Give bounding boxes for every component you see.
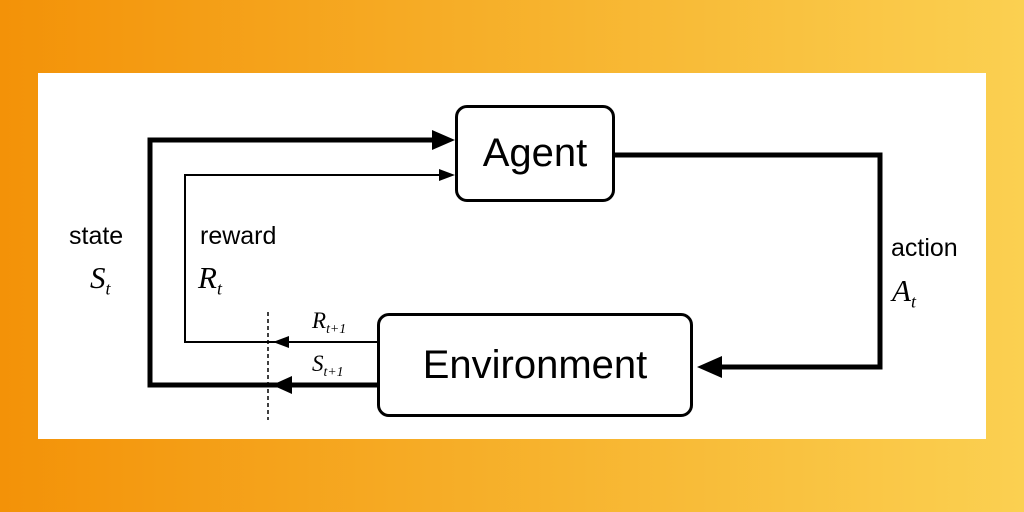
reward-arrowhead bbox=[439, 169, 455, 181]
environment-box: Environment bbox=[377, 313, 693, 417]
reward-label: reward bbox=[200, 222, 277, 250]
next-reward-symbol: Rt+1 bbox=[312, 308, 347, 336]
action-symbol: At bbox=[892, 273, 916, 312]
agent-box: Agent bbox=[455, 105, 615, 202]
state-arrowhead bbox=[432, 130, 455, 150]
state-symbol: St bbox=[90, 260, 111, 299]
next-state-symbol: St+1 bbox=[312, 351, 344, 379]
next-state-arrowhead bbox=[272, 376, 292, 394]
action-arrow-line bbox=[615, 152, 883, 370]
reward-symbol: Rt bbox=[198, 260, 222, 299]
state-label: state bbox=[69, 222, 124, 250]
state-arrow-line bbox=[147, 137, 438, 388]
action-arrowhead bbox=[697, 356, 722, 378]
agent-label: Agent bbox=[482, 131, 588, 175]
action-label: action bbox=[891, 234, 958, 262]
environment-label: Environment bbox=[422, 342, 648, 387]
next-reward-arrowhead bbox=[273, 336, 289, 348]
